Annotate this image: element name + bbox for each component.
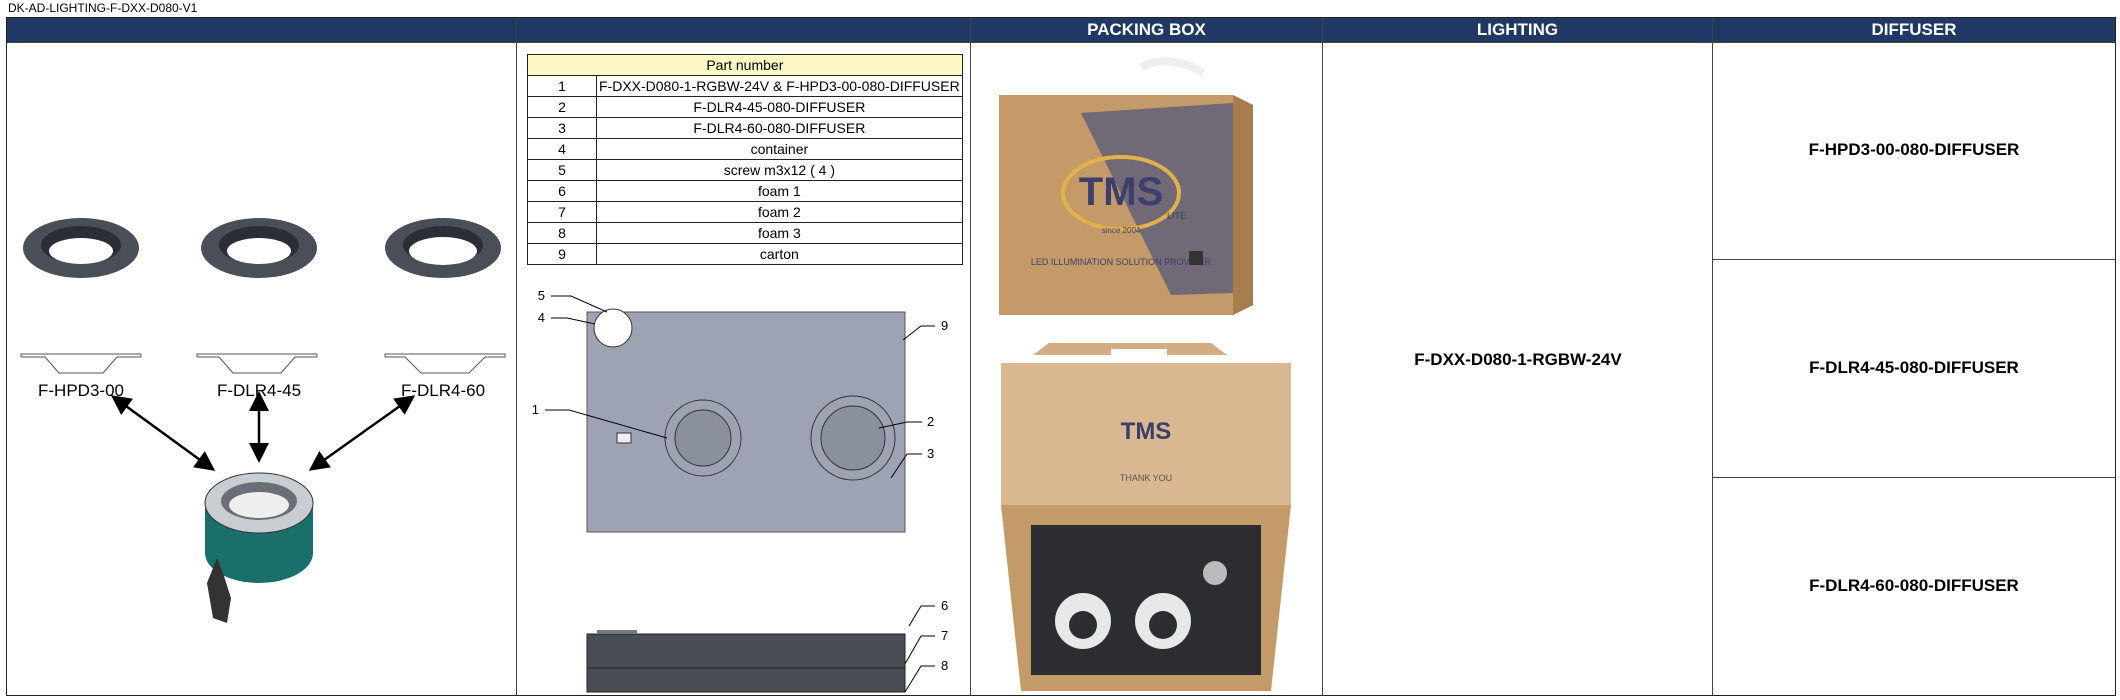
brand-logo: TMS (1121, 418, 1172, 445)
packing-layout-drawing: 5 4 9 1 2 3 6 7 8 (532, 288, 948, 693)
diffuser-ring-icon (23, 218, 139, 278)
packing-box-photos: TMS LITE since 2004 LED ILLUMINATION SOL… (999, 57, 1291, 691)
column-divider (1712, 18, 1713, 695)
diffuser-model: F-DLR4-45-080-DIFFUSER (1809, 358, 2019, 377)
box-thank-you: THANK YOU (1120, 473, 1172, 483)
column-divider (516, 18, 517, 695)
header-diffuser: DIFFUSER (1713, 18, 2115, 42)
diffuser-label: F-DLR4-60 (401, 381, 485, 400)
header-packing-box: PACKING BOX (971, 18, 1323, 42)
qr-code-icon (1189, 251, 1203, 265)
callout-number: 4 (538, 310, 545, 325)
header-assembly (7, 18, 517, 42)
ring-light-icon (204, 472, 314, 623)
diffuser-ring-icon (201, 218, 317, 278)
column-divider (1322, 18, 1323, 695)
diffuser-model: F-HPD3-00-080-DIFFUSER (1808, 140, 2020, 159)
document-code: DK-AD-LIGHTING-F-DXX-D080-V1 (8, 1, 198, 15)
brand-logo: TMS (1079, 170, 1163, 214)
callout-number: 8 (941, 658, 948, 673)
header-lighting: LIGHTING (1323, 18, 1713, 42)
container-icon (593, 308, 633, 348)
header-divider (7, 42, 2115, 43)
lighting-model: F-DXX-D080-1-RGBW-24V (1414, 350, 1622, 369)
assembly-drawing: F-HPD3-00 F-DLR4-45 F-DLR4-60 (20, 218, 506, 623)
callout-number: 2 (927, 414, 934, 429)
spec-sheet: PACKING BOX LIGHTING DIFFUSER (6, 17, 2116, 696)
callout-number: 6 (941, 598, 948, 613)
callout-number: 7 (941, 628, 948, 643)
brand-sub: LITE (1167, 211, 1186, 221)
callout-number: 3 (927, 446, 934, 461)
brand-tagline: LED ILLUMINATION SOLUTION PROVIDER (1031, 257, 1212, 267)
closed-box-photo: TMS LITE since 2004 LED ILLUMINATION SOL… (999, 57, 1253, 315)
diffuser-ring-icon (385, 218, 501, 278)
column-divider (970, 18, 971, 695)
parts-table-header: Part number (527, 54, 963, 76)
diffuser-model: F-DLR4-60-080-DIFFUSER (1809, 576, 2019, 595)
foam-layer-icon (586, 667, 906, 693)
diffuser-profile-icon (384, 353, 506, 374)
foam-layer-icon (586, 633, 906, 669)
box-handle-slot (1111, 349, 1167, 363)
diffuser-label: F-DLR4-45 (217, 381, 301, 400)
callout-number: 9 (941, 318, 948, 333)
brand-since: since 2004 (1102, 226, 1141, 235)
diffuser-profile-icon (196, 353, 318, 374)
diffuser-profile-icon (20, 353, 142, 374)
diffuser-label: F-HPD3-00 (38, 381, 124, 400)
row-divider (1713, 477, 2115, 478)
callout-number: 1 (532, 402, 539, 417)
header-parts (517, 18, 971, 42)
open-box-photo: TMS THANK YOU (1001, 343, 1291, 691)
callout-number: 5 (538, 288, 545, 303)
row-divider (1713, 259, 2115, 260)
